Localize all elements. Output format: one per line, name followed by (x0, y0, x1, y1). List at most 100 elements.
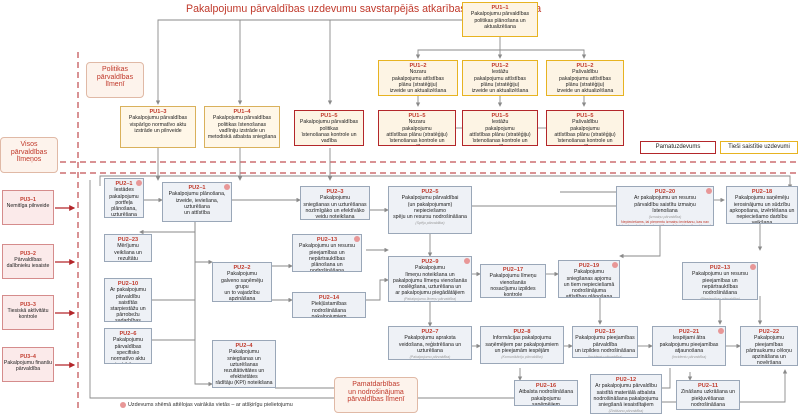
level-all-line3: līmeņos (16, 156, 42, 164)
task-id: PU2–21 (678, 329, 700, 335)
task-label-line: Pakalpojumu pieejamības (754, 335, 784, 348)
task-process-area: (Pieejamības pārvaldība) (700, 296, 740, 300)
task-label-line: sniegšanā iesaistītajiem (598, 401, 654, 408)
task-label-line: Pakalpojumu apraksta (404, 335, 456, 342)
task-label-line: Pašvaldību (572, 69, 598, 76)
diagram-title: Pakalpojumu pārvaldības uzdevumu savstar… (186, 3, 542, 15)
task-label-line: pakalpojumu attīstības (392, 75, 444, 82)
side-task-label: Pakalpojumu finanšu pārvaldība (3, 360, 53, 373)
task-label-line: īstenošana (652, 207, 678, 214)
task-id: PU2–23 (117, 237, 139, 243)
multi-use-dot-icon (612, 262, 618, 268)
task-label-line: Zināšanu uzkrāšana un (681, 389, 735, 396)
task-label-line: īstenošanas kontrole un vadība (389, 137, 445, 145)
side-task-label: Tiesiskā aktīvitātu kontrole (7, 308, 49, 321)
task-label-line: pieejamības un nepārtrauktības (308, 249, 346, 262)
side-task-pu3-3: PU3–3 Tiesiskā aktīvitātu kontrole (2, 295, 54, 330)
task-label-line: Pašvaldību (572, 119, 598, 126)
side-task-id: PU3–3 (20, 302, 36, 308)
task-process-area: (Zināšanu pārvaldība) (608, 408, 644, 413)
task-label-line: Pakalpojumu un resursu (692, 271, 748, 278)
task-label-line: Iespējami ātra (672, 335, 706, 342)
side-task-pu3-2: PU3–2 Pārvaldības dalībnieku iesaiste (2, 244, 54, 279)
task-label-line: sniegšanas un uzturēšanas (227, 355, 261, 368)
task-label-line: nozīmīgāko un efektīvāko (305, 207, 365, 214)
task-label-line: apkopošana, izvērtēšana un (729, 207, 795, 214)
task-label-line: nodrošinājuma (571, 287, 607, 294)
task-id: PU2–17 (502, 267, 524, 273)
task-label-line: apzināšana un novēršana (752, 353, 786, 366)
multi-use-dot-icon (750, 264, 756, 270)
level-coop-line2: un nodrošinājuma (348, 388, 404, 396)
task-id: PU2–12 (615, 377, 637, 383)
task-label-line: izveide un aktualizēšana (556, 87, 614, 94)
task-label-line: sadarbības nodrošināšana (115, 317, 141, 322)
task-label-line: Pakalpojumu pārvaldības (113, 337, 143, 350)
task-label-line: Piekļūstamības nodrošināšana (311, 301, 347, 314)
side-task-id: PU3–1 (20, 197, 36, 203)
task-label-line: pakalpojumu (485, 125, 515, 132)
task-process-area: (Incidentu pārvaldība) (587, 354, 623, 358)
policy-connectors (155, 19, 587, 181)
task-label-line: Ar pakalpojumu un resursu (634, 195, 696, 202)
task-label-line: politikas (319, 125, 339, 132)
task-label-line: izveide un aktualizēšana (389, 87, 447, 94)
task-label-line: Pakalpojumu (415, 265, 445, 272)
task-label-line: Iestāžu (491, 69, 509, 76)
task-label-line: Pakalpojumu pārvaldības (128, 115, 188, 122)
task-label-line: ar pakalpojumu piegādātājiem (395, 289, 465, 296)
task-id: PU2–8 (513, 329, 531, 335)
level-coop-line1: Pamatdarbības (352, 381, 400, 388)
task-id: PU2–16 (535, 383, 557, 389)
task-id: PU2–4 (235, 343, 253, 349)
legend-dot-icon (120, 402, 126, 408)
task-id: PU1–5 (320, 113, 338, 119)
task-label-line: pakalpojumu pieejamības (659, 341, 719, 348)
task-id: PU1–5 (408, 113, 426, 119)
task-id: PU2–5 (421, 189, 439, 195)
task-label-line: un pieejamām iespējām (494, 347, 550, 354)
task-label-line: nepieciešamo (413, 207, 446, 214)
task-note: Nepieciešams, lai pieņemtu izmaiņu ievie… (619, 220, 711, 225)
level-label-policy: Politikas pārvaldības līmenī (86, 62, 144, 98)
task-label-line: atjaunošana (674, 347, 704, 354)
task-connectors (89, 175, 793, 403)
level-dividers (60, 52, 800, 412)
task-label-line: attīstības plānu (stratēģiju) (469, 131, 531, 138)
task-label-line: plānošana, uzturēšana (111, 205, 137, 218)
task-label-line: Pakalpojumu un resursu (299, 243, 355, 250)
task-label-line: plānu (stratēģiju) (398, 81, 438, 88)
task-label-line: saistītā materiālā atbalsta (596, 389, 656, 396)
task-label-line: izveide, ieviešana, uzturēšana (175, 197, 219, 210)
task-id: PU2–2 (233, 265, 251, 271)
task-label-line: spēju un resursu nodrošināšana (393, 213, 467, 220)
task-label-line: Pakalpojumu (574, 269, 604, 276)
side-task-pu3-1: PU3–1 Nemitīga pilnveide (2, 190, 54, 225)
task-id: PU1–3 (149, 109, 167, 115)
legend-footnote: Uzdevums shēmā attēlojas vairākās vietās… (128, 402, 293, 408)
legend-related-label: Tieši saistītie uzdevumi (728, 144, 790, 150)
task-label-line: Pakalpojumu saņēmēju (735, 195, 789, 202)
task-process-area: (Zināšanu pārvaldība) (679, 409, 737, 410)
task-process-area: (Komunikāciju pārvaldība) (501, 354, 543, 359)
task-label-line: pārvaldību saistītu izmaiņu (634, 201, 696, 208)
task-label-line: politikas plānošana un (474, 17, 526, 24)
task-label-line: Ar pakalpojumu pārvaldību (109, 287, 147, 300)
task-label-line: plānu (stratēģiju) (565, 81, 605, 88)
task-label-line: aktualizēšana (484, 23, 516, 30)
side-task-label: Nemitīga pilnveide (6, 203, 50, 210)
task-label-line: un attīstība (184, 209, 210, 216)
task-id: PU2–14 (318, 295, 340, 301)
